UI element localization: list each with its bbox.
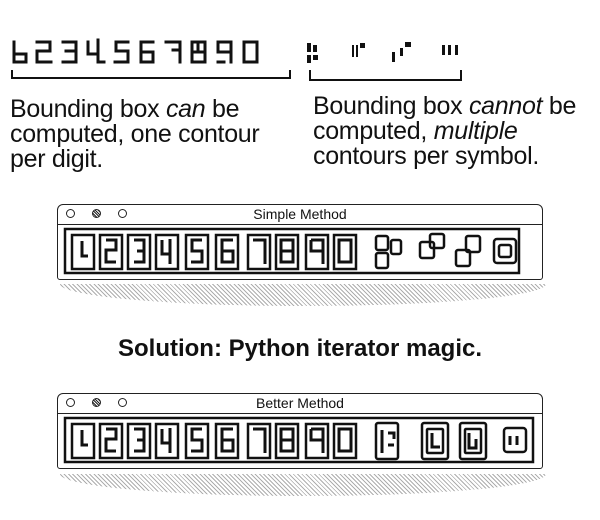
solution-text: Solution: Python iterator magic.	[117, 335, 483, 362]
caption-right-line3: contours per symbol.	[313, 142, 540, 170]
digit-glyphs	[80, 427, 353, 453]
window-shadow	[60, 474, 546, 496]
box-5	[184, 422, 210, 460]
digit-glyphs	[80, 238, 353, 264]
box-4	[154, 233, 180, 271]
title-bar: Better Method	[58, 394, 542, 414]
broken-symbol-boxes	[374, 232, 518, 270]
box-3	[126, 422, 152, 460]
caption-left-line3: per digit.	[10, 145, 103, 173]
box-0	[332, 422, 358, 460]
digit-boxes	[70, 233, 358, 271]
caption-left-line1-end: be	[205, 95, 240, 123]
outer-frame	[63, 416, 535, 464]
box-1	[70, 233, 96, 271]
box-7	[246, 422, 272, 460]
box-1	[70, 422, 96, 460]
caption-right-line2-emph: multiple	[433, 117, 518, 145]
symbol-row	[307, 42, 458, 63]
zoom-button[interactable]	[118, 398, 127, 407]
simple-method-window: Simple Method	[57, 204, 543, 280]
better-method-window: Better Method	[57, 393, 543, 469]
digits-diagram	[11, 38, 462, 81]
caption-left: Bounding box can be computed, one contou…	[10, 97, 300, 172]
digit-boxes	[70, 422, 358, 460]
digit-4	[86, 38, 106, 64]
digit-6	[139, 40, 155, 64]
digit-3	[61, 40, 78, 64]
merged-symbol-boxes	[374, 421, 528, 461]
minimize-button[interactable]	[92, 209, 101, 218]
window-title: Simple Method	[253, 206, 347, 222]
close-button[interactable]	[66, 398, 75, 407]
caption-right-line1-end: be	[542, 92, 577, 120]
box-3	[126, 233, 152, 271]
box-0	[332, 233, 358, 271]
caption-right-line2: computed,	[313, 117, 434, 145]
digit-1	[12, 40, 28, 64]
caption-right: Bounding box cannot be computed, multipl…	[313, 94, 600, 169]
box-9	[304, 233, 330, 271]
caption-right-line1: Bounding box	[313, 92, 469, 120]
digit-2	[35, 40, 53, 64]
digits-bracket	[11, 70, 291, 79]
box-7	[246, 233, 272, 271]
box-6	[214, 422, 240, 460]
box-8	[274, 422, 300, 460]
title-bar: Simple Method	[58, 205, 542, 225]
box-5	[184, 233, 210, 271]
digit-7	[164, 40, 182, 64]
digit-8	[190, 40, 207, 64]
box-8	[274, 233, 300, 271]
box-9	[304, 422, 330, 460]
zoom-button[interactable]	[118, 209, 127, 218]
digit-0	[242, 40, 259, 64]
outer-frame	[63, 227, 521, 275]
box-2	[98, 233, 124, 271]
close-button[interactable]	[66, 209, 75, 218]
caption-left-line1: Bounding box	[10, 95, 166, 123]
better-method-content	[63, 416, 535, 464]
box-4	[154, 422, 180, 460]
digit-9	[216, 40, 233, 64]
symbols-bracket	[309, 70, 462, 81]
digit-5	[113, 40, 130, 64]
digit-row	[12, 38, 259, 64]
window-shadow	[60, 284, 546, 306]
box-2	[98, 422, 124, 460]
minimize-button[interactable]	[92, 398, 101, 407]
box-6	[214, 233, 240, 271]
caption-right-emph: cannot	[468, 92, 543, 120]
caption-left-emph: can	[165, 95, 206, 123]
simple-method-content	[63, 227, 521, 275]
caption-left-line2: computed, one contour	[10, 120, 260, 148]
window-title: Better Method	[256, 395, 344, 411]
